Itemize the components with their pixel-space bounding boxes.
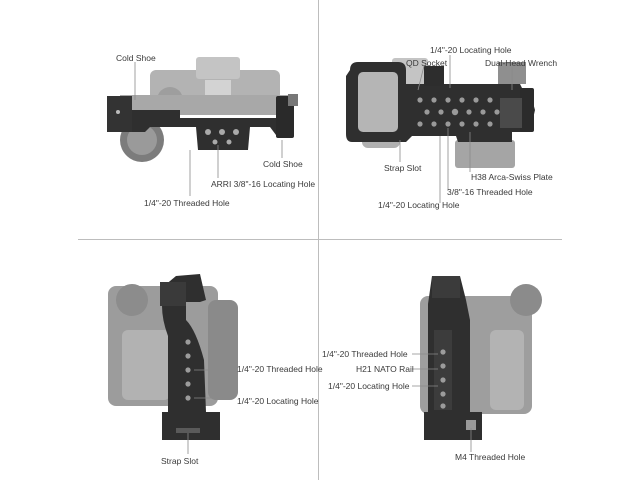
right-side-cage bbox=[424, 276, 482, 440]
label-cold-shoe-top: Cold Shoe bbox=[116, 53, 156, 63]
vertical-divider bbox=[318, 0, 319, 480]
label-strap-slot-bl: Strap Slot bbox=[161, 456, 199, 466]
label-locating-hole-bottom: 1/4"-20 Locating Hole bbox=[378, 200, 460, 210]
label-nato-rail: H21 NATO Rail bbox=[356, 364, 414, 374]
left-side-cage bbox=[160, 274, 220, 440]
label-h38-plate: H38 Arca-Swiss Plate bbox=[471, 172, 553, 182]
top-right-leaders bbox=[399, 55, 513, 203]
front-view-cage bbox=[346, 62, 535, 142]
label-dual-head-wrench: Dual-Head Wrench bbox=[485, 58, 558, 68]
horizontal-divider bbox=[78, 239, 562, 240]
label-threaded-hole-38: 3/8"-16 Threaded Hole bbox=[447, 187, 533, 197]
label-m4-threaded-hole: M4 Threaded Hole bbox=[455, 452, 526, 462]
label-threaded-hole-br: 1/4"-20 Threaded Hole bbox=[322, 349, 408, 359]
label-locating-hole-br: 1/4"-20 Locating Hole bbox=[328, 381, 410, 391]
top-left-leaders bbox=[134, 62, 283, 196]
label-locating-hole-top: 1/4"-20 Locating Hole bbox=[430, 45, 512, 55]
label-locating-hole-bl: 1/4"-20 Locating Hole bbox=[237, 396, 319, 406]
label-strap-slot-top: Strap Slot bbox=[384, 163, 422, 173]
label-arri-locating-hole: ARRI 3/8"-16 Locating Hole bbox=[211, 179, 316, 189]
bottom-left-leaders bbox=[187, 369, 234, 454]
label-qd-socket: QD Socket bbox=[406, 58, 448, 68]
bottom-right-leaders bbox=[412, 353, 472, 452]
top-view-cage bbox=[107, 94, 298, 150]
label-cold-shoe-right: Cold Shoe bbox=[263, 159, 303, 169]
label-threaded-hole-bl: 1/4"-20 Threaded Hole bbox=[237, 364, 323, 374]
label-threaded-hole: 1/4"-20 Threaded Hole bbox=[144, 198, 230, 208]
